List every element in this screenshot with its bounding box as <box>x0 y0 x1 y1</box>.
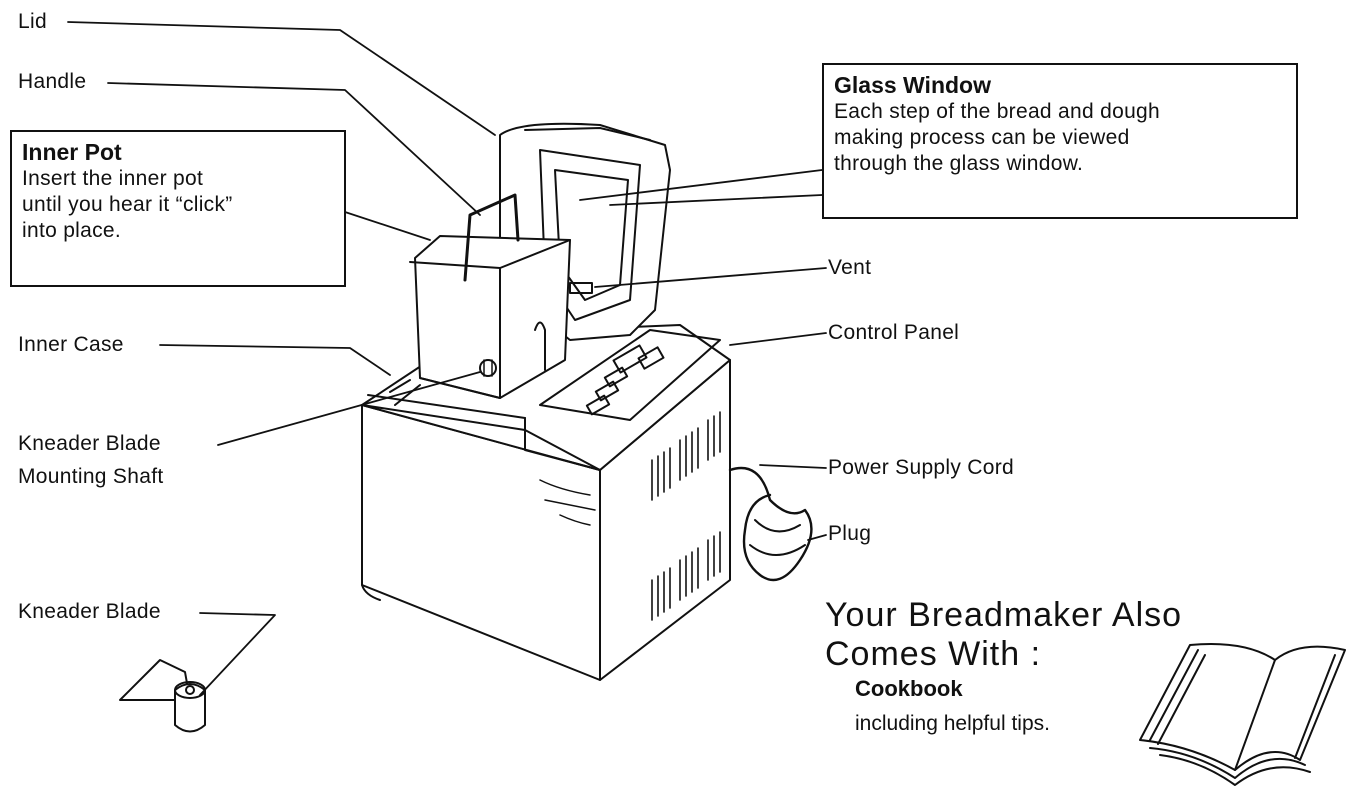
inner-pot-title: Inner Pot <box>22 139 122 165</box>
also-comes-heading-1: Your Breadmaker Also <box>825 596 1183 634</box>
glass-window-text-1: Each step of the bread and dough <box>834 100 1161 123</box>
label-power-cord: Power Supply Cord <box>828 456 1015 479</box>
label-lid: Lid <box>18 10 47 33</box>
label-handle: Handle <box>18 70 87 93</box>
breadmaker-illustration <box>361 122 813 681</box>
label-kneader-shaft-line2: Mounting Shaft <box>18 465 164 488</box>
label-kneader-shaft-line1: Kneader Blade <box>18 432 161 455</box>
inner-pot-callout: Inner Pot Insert the inner pot until you… <box>10 130 346 287</box>
glass-window-callout: Glass Window Each step of the bread and … <box>822 63 1298 219</box>
inner-pot-text-2: until you hear it “click” <box>22 193 233 216</box>
label-control-panel: Control Panel <box>828 321 960 344</box>
label-vent: Vent <box>828 256 872 279</box>
label-kneader-blade: Kneader Blade <box>18 600 161 623</box>
label-plug: Plug <box>828 522 872 545</box>
glass-window-title: Glass Window <box>834 72 991 98</box>
cookbook-description: including helpful tips. <box>855 712 1050 735</box>
glass-window-text-2: making process can be viewed <box>834 126 1130 149</box>
cookbook-title: Cookbook <box>855 676 963 701</box>
kneader-blade-illustration <box>119 659 206 733</box>
inner-pot-text-1: Insert the inner pot <box>22 167 204 190</box>
label-inner-case: Inner Case <box>18 333 124 356</box>
glass-window-text-3: through the glass window. <box>834 152 1084 175</box>
inner-pot-text-3: into place. <box>22 219 122 242</box>
cookbook-icon <box>1139 643 1346 786</box>
also-comes-heading-2: Comes With : <box>825 635 1042 673</box>
